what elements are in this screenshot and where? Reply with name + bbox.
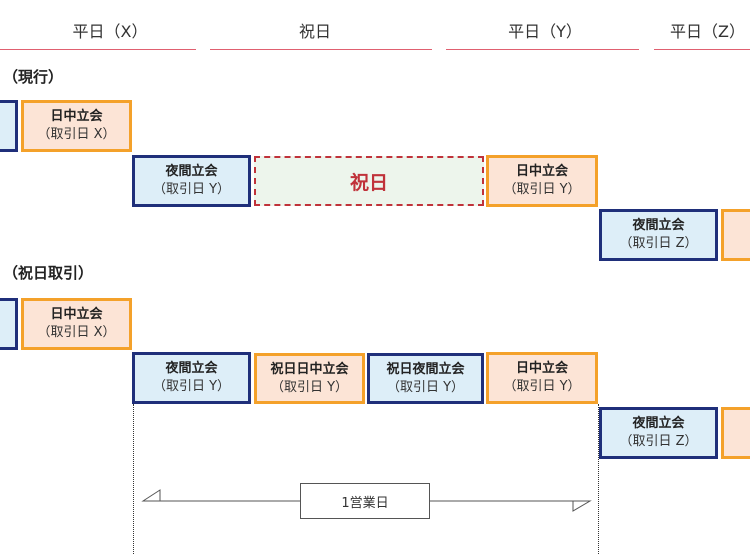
holiday-next-day-session	[721, 407, 750, 459]
span-end-marker	[598, 404, 599, 554]
session-name: 日中立会	[50, 109, 103, 124]
current-night-session-z: 夜間立会 （取引日 Z）	[599, 209, 718, 261]
session-name: 夜間立会	[632, 416, 685, 431]
current-night-session-y: 夜間立会 （取引日 Y）	[132, 155, 251, 207]
header-underline-z	[654, 49, 750, 50]
holiday-prev-night-session	[0, 298, 18, 350]
business-day-span-label: 1営業日	[300, 483, 430, 519]
session-name: 夜間立会	[165, 164, 218, 179]
header-underline-holiday	[210, 49, 432, 50]
holiday-day-session-x: 日中立会 （取引日 X）	[21, 298, 132, 350]
holiday-night-session-y: 夜間立会 （取引日 Y）	[132, 352, 251, 404]
holiday-day-session-holiday: 祝日日中立会 （取引日 Y）	[254, 353, 365, 404]
current-next-day-session	[721, 209, 750, 261]
header-weekday-z: 平日（Z）	[670, 22, 745, 41]
current-holiday-block: 祝日	[254, 156, 484, 206]
session-name: 日中立会	[50, 307, 103, 322]
session-name: 日中立会	[515, 164, 568, 179]
header-holiday: 祝日	[298, 22, 331, 41]
trading-day-label: （取引日 Y）	[386, 379, 465, 395]
session-name: 日中立会	[515, 361, 568, 376]
trading-day-label: （取引日 X）	[37, 127, 116, 142]
holiday-day-session-y: 日中立会 （取引日 Y）	[486, 352, 598, 404]
current-section-title: （現行）	[3, 68, 64, 86]
trading-day-label: （取引日 Z）	[619, 434, 698, 449]
header-weekday-x: 平日（X）	[72, 22, 148, 41]
header-weekday-y: 平日（Y）	[508, 22, 582, 41]
holiday-night-session-z: 夜間立会 （取引日 Z）	[599, 407, 718, 459]
session-name: 夜間立会	[165, 361, 218, 376]
span-start-marker	[133, 404, 134, 554]
header-underline-y	[446, 49, 639, 50]
current-day-session-x: 日中立会 （取引日 X）	[21, 100, 132, 152]
session-name: 夜間立会	[632, 218, 685, 233]
header-underline-x	[0, 49, 196, 50]
session-name: 祝日日中立会	[270, 361, 349, 377]
trading-day-label: （取引日 X）	[37, 325, 116, 340]
current-prev-night-session	[0, 100, 18, 152]
holiday-night-session-holiday: 祝日夜間立会 （取引日 Y）	[367, 353, 484, 404]
trading-day-label: （取引日 Z）	[619, 236, 698, 251]
trading-day-label: （取引日 Y）	[152, 182, 231, 197]
trading-day-label: （取引日 Y）	[270, 379, 349, 395]
trading-day-label: （取引日 Y）	[152, 379, 231, 394]
trading-day-label: （取引日 Y）	[503, 379, 581, 394]
holiday-trading-section-title: （祝日取引）	[3, 264, 94, 282]
trading-day-label: （取引日 Y）	[503, 182, 581, 197]
current-day-session-y: 日中立会 （取引日 Y）	[486, 155, 598, 207]
session-name: 祝日夜間立会	[386, 361, 465, 377]
